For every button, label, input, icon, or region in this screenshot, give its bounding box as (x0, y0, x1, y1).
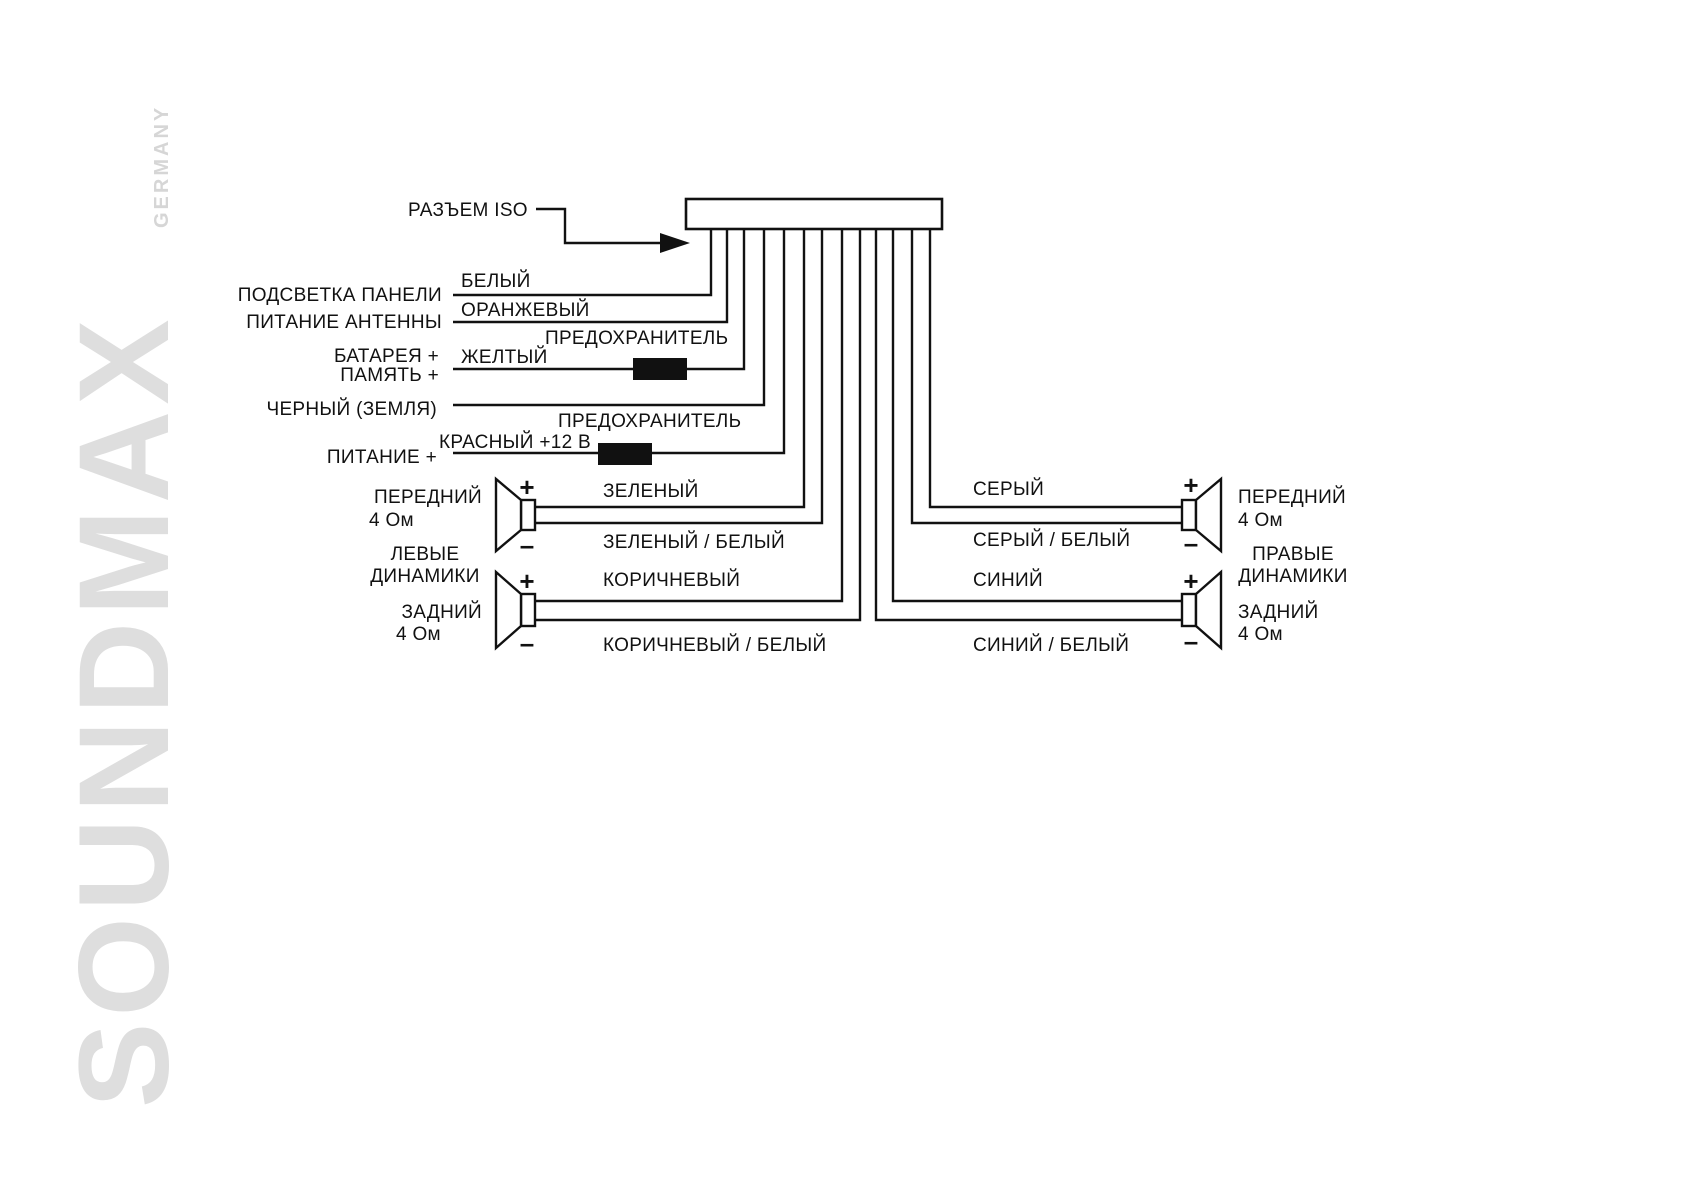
label-right-group-1: ПРАВЫЕ (1252, 544, 1334, 565)
speaker-right-rear-icon (1180, 569, 1223, 651)
wire-brown (535, 229, 844, 603)
label-fuse-2: ПРЕДОХРАНИТЕЛЬ (558, 411, 741, 432)
wire-orange (453, 229, 729, 324)
wire-red (453, 229, 786, 455)
wire-white (453, 229, 713, 297)
polarity-minus-lr: – (520, 628, 534, 658)
label-left-front-ohm: 4 Ом (369, 510, 414, 531)
wire-blue-white (874, 229, 1182, 622)
fuse-red-icon (598, 443, 652, 465)
fuse-yellow-icon (633, 358, 687, 380)
label-ground: ЧЕРНЫЙ (ЗЕМЛЯ) (266, 398, 437, 420)
label-fuse-1: ПРЕДОХРАНИТЕЛЬ (545, 328, 728, 349)
polarity-plus-lf: + (519, 472, 534, 502)
label-left-group-2: ДИНАМИКИ (370, 566, 480, 587)
label-wire-blue: СИНИЙ (973, 569, 1043, 591)
polarity-minus-lf: – (520, 530, 534, 560)
label-wire-white: БЕЛЫЙ (461, 270, 531, 292)
iso-connector (684, 197, 944, 231)
label-wire-gray-white: СЕРЫЙ / БЕЛЫЙ (973, 529, 1130, 551)
label-wire-yellow: ЖЕЛТЫЙ (461, 346, 548, 368)
wire-gray-white (910, 229, 1182, 525)
iso-connector-label: РАЗЪЕМ ISO (408, 200, 528, 221)
speaker-right-front-icon (1180, 476, 1223, 554)
label-wire-brown-white: КОРИЧНЕВЫЙ / БЕЛЫЙ (603, 634, 827, 656)
label-memory: ПАМЯТЬ + (340, 365, 439, 386)
label-left-rear-ohm: 4 Ом (396, 624, 441, 645)
label-wire-brown: КОРИЧНЕВЫЙ (603, 569, 740, 591)
label-left-group-1: ЛЕВЫЕ (391, 544, 460, 565)
label-power: ПИТАНИЕ + (327, 447, 437, 468)
wire-gray (928, 229, 1182, 509)
wire-yellow (453, 229, 746, 371)
wire-brown-white (535, 229, 862, 622)
speaker-left-rear-icon (494, 569, 537, 651)
label-antenna: ПИТАНИЕ АНТЕННЫ (246, 312, 442, 333)
polarity-plus-rr: + (1183, 566, 1198, 596)
label-wire-green-white: ЗЕЛЕНЫЙ / БЕЛЫЙ (603, 531, 785, 553)
wire-black (453, 229, 766, 407)
polarity-minus-rf: – (1184, 528, 1198, 558)
label-wire-orange: ОРАНЖЕВЫЙ (461, 299, 590, 321)
speaker-left-front-icon (494, 476, 537, 554)
wire-green (535, 229, 806, 509)
brand-sub-text: GERMANY (151, 105, 173, 228)
label-wire-blue-white: СИНИЙ / БЕЛЫЙ (973, 634, 1129, 656)
polarity-plus-lr: + (519, 566, 534, 596)
label-right-front-ohm: 4 Ом (1238, 510, 1283, 531)
label-left-rear: ЗАДНИЙ (402, 601, 482, 623)
polarity-plus-rf: + (1183, 470, 1198, 500)
label-wire-green: ЗЕЛЕНЫЙ (603, 480, 699, 502)
label-battery: БАТАРЕЯ + (334, 346, 439, 367)
label-wire-gray: СЕРЫЙ (973, 478, 1044, 500)
label-illumination: ПОДСВЕТКА ПАНЕЛИ (238, 285, 442, 306)
label-wire-red: КРАСНЫЙ +12 В (439, 431, 591, 453)
polarity-minus-rr: – (1184, 626, 1198, 656)
wire-green-white (535, 229, 824, 525)
brand-watermark: SOUNDMAX GERMANY (53, 105, 196, 1108)
label-right-group-2: ДИНАМИКИ (1238, 566, 1348, 587)
label-right-rear: ЗАДНИЙ (1238, 601, 1318, 623)
connector-pointer-line (536, 207, 686, 245)
wire-blue (891, 229, 1182, 603)
label-left-front: ПЕРЕДНИЙ (374, 486, 482, 508)
label-right-rear-ohm: 4 Ом (1238, 624, 1283, 645)
label-right-front: ПЕРЕДНИЙ (1238, 486, 1346, 508)
arrow-head-icon (660, 233, 690, 253)
brand-logo-text: SOUNDMAX (53, 313, 196, 1108)
